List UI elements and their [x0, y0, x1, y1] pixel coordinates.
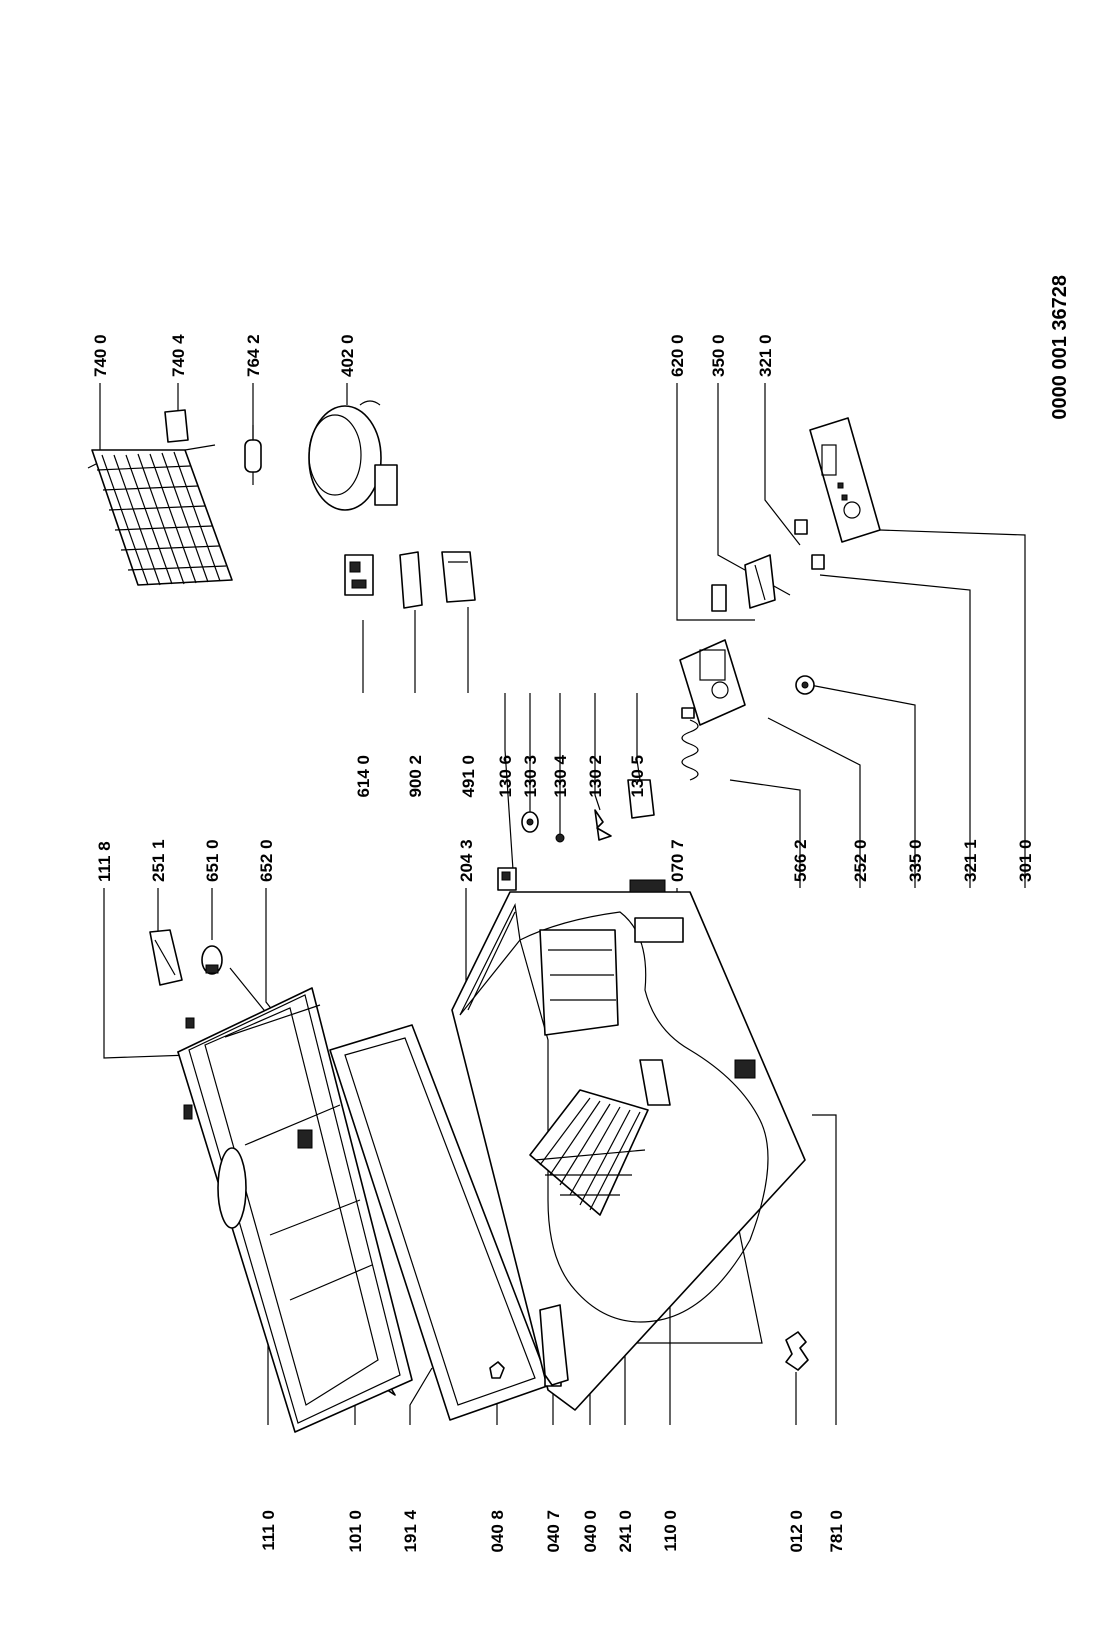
- part-130-2: [594, 809, 612, 841]
- label-252-0: 252 0: [851, 839, 870, 882]
- label-740-0: 740 0: [91, 334, 110, 377]
- part-740-4-clip: [164, 409, 189, 443]
- label-012-0: 012 0: [787, 1510, 806, 1553]
- label-614-0: 614 0: [354, 755, 373, 798]
- part-251-1-light-cover: [149, 929, 183, 986]
- label-251-1: 251 1: [149, 839, 168, 882]
- label-335-0: 335 0: [906, 839, 925, 882]
- label-204-3: 204 3: [457, 839, 476, 882]
- part-614-0-relay: [344, 554, 374, 596]
- label-130-5: 130 5: [628, 755, 647, 798]
- label-130-3: 130 3: [521, 755, 540, 798]
- wire-basket: [529, 1059, 671, 1216]
- label-111-8: 111 8: [95, 841, 114, 882]
- label-321-0: 321 0: [756, 334, 775, 377]
- part-491-0: [441, 551, 476, 603]
- part-130-3: [521, 811, 539, 833]
- part-321-1: [811, 554, 825, 570]
- label-130-4: 130 4: [551, 754, 570, 797]
- label-040-0: 040 0: [581, 1510, 600, 1553]
- door-lid-outer: [177, 987, 413, 1433]
- part-040-8: [489, 1361, 505, 1379]
- part-130-4: [555, 833, 565, 843]
- part-111-8: [185, 1017, 195, 1029]
- part-620-0: [711, 584, 727, 612]
- label-491-0: 491 0: [459, 755, 478, 798]
- part-012-0: [785, 1331, 809, 1371]
- label-652-0: 652 0: [257, 839, 276, 882]
- label-301-0: 301 0: [1016, 839, 1035, 882]
- label-241-0: 241 0: [616, 1510, 635, 1553]
- part-764-2-filter-drier: [244, 425, 262, 485]
- part-350-0: [744, 554, 776, 609]
- condenser-coil: [91, 444, 233, 586]
- label-070-7: 070 7: [668, 839, 687, 882]
- part-651-0-lamp: [201, 945, 223, 975]
- label-566-2: 566 2: [791, 839, 810, 882]
- label-130-6: 130 6: [496, 755, 515, 798]
- part-335-0-knob: [795, 675, 815, 695]
- label-900-2: 900 2: [406, 755, 425, 798]
- label-040-8: 040 8: [488, 1510, 507, 1553]
- part-301-0-control-panel: [809, 417, 881, 543]
- label-651-0: 651 0: [203, 839, 222, 882]
- label-350-0: 350 0: [709, 334, 728, 377]
- label-110-0: 110 0: [661, 1510, 680, 1552]
- label-620-0: 620 0: [668, 334, 687, 377]
- part-040-7: [539, 1304, 569, 1386]
- label-740-4: 740 4: [169, 334, 188, 377]
- part-566-2-spring: [681, 707, 699, 781]
- part-130-5: [627, 779, 655, 819]
- label-764-2: 764 2: [244, 334, 263, 377]
- label-321-1: 321 1: [961, 839, 980, 882]
- label-130-2: 130 2: [586, 755, 605, 798]
- label-040-7: 040 7: [544, 1510, 563, 1553]
- label-101-0: 101 0: [346, 1510, 365, 1553]
- document-id: 0000 001 36728: [1049, 275, 1071, 420]
- label-402-0: 402 0: [338, 334, 357, 377]
- label-111-0: 111 0: [259, 1510, 278, 1551]
- part-402-0-compressor: [308, 400, 398, 511]
- part-321-0: [794, 519, 808, 535]
- part-204-3: [497, 867, 517, 891]
- part-252-0-thermostat-housing: [679, 639, 746, 726]
- part-labels: 111 0 101 0 191 4 040 8 040 7 040 0 241 …: [91, 334, 1035, 1553]
- part-900-2: [399, 551, 423, 609]
- label-191-4: 191 4: [401, 1509, 420, 1552]
- label-781-0: 781 0: [827, 1510, 846, 1553]
